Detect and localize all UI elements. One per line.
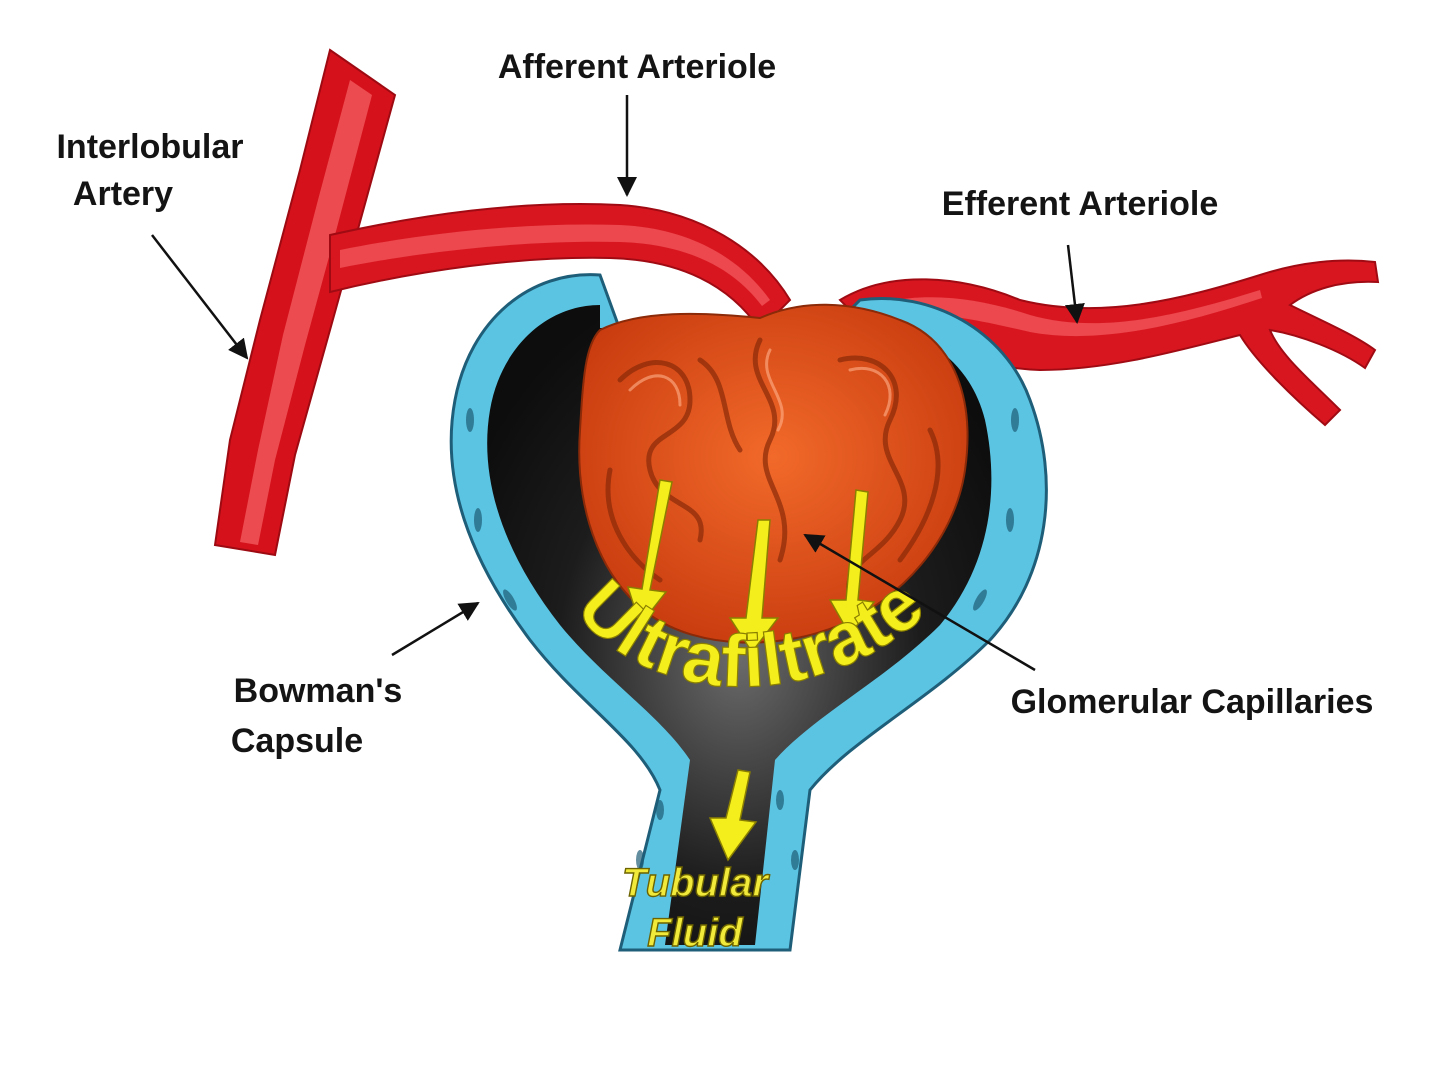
glomerular-capillaries	[578, 303, 969, 644]
afferent-arteriole	[329, 203, 792, 332]
interlobular-artery-label-line2: Artery	[73, 175, 173, 213]
label-pointers	[151, 95, 1085, 672]
filtration-arrow	[626, 479, 673, 627]
interlobular-artery	[213, 48, 397, 557]
efferent-arteriole-label: Efferent Arteriole	[942, 185, 1218, 223]
tubular-fluid-label-line2: Fluid	[647, 911, 744, 955]
tubular-fluid-label-line1: Tubular	[622, 861, 770, 905]
glomerular-capillaries-label: Glomerular Capillaries	[1011, 683, 1374, 721]
interlobular-artery-label-line1: Interlobular	[56, 128, 243, 166]
bowmans-pointer	[391, 601, 480, 657]
glomerular-pointer	[803, 533, 1036, 672]
bowmans-capsule-label-line1: Bowman's	[234, 672, 403, 710]
efferent-pointer	[1064, 244, 1085, 324]
bowmans-capsule-label-line2: Capsule	[231, 722, 363, 760]
efferent-arteriole	[838, 259, 1380, 427]
filtration-arrow	[708, 769, 758, 862]
interlobular-pointer	[151, 234, 249, 360]
afferent-arteriole-label: Afferent Arteriole	[498, 48, 776, 86]
filtration-arrow	[728, 519, 780, 654]
